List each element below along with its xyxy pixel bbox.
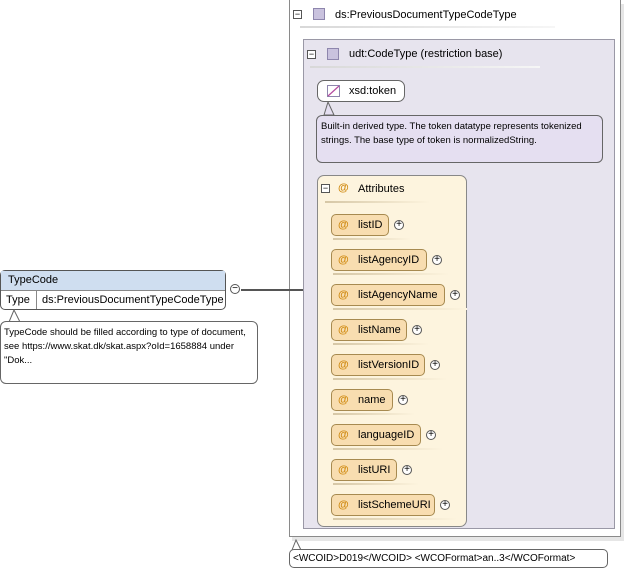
attribute-underline <box>333 343 429 345</box>
element-type-label: Type <box>6 294 30 306</box>
attribute-name: listURI <box>358 464 391 476</box>
attribute-expand-button[interactable]: + <box>426 430 436 440</box>
attribute-icon: @ <box>338 324 349 336</box>
attribute-icon: @ <box>338 359 349 371</box>
attribute-icon: @ <box>338 254 349 266</box>
attributes-title: Attributes <box>358 183 405 195</box>
element-documentation: TypeCode should be filled according to t… <box>0 321 258 384</box>
attribute-icon: @ <box>338 182 349 194</box>
attribute-expand-button[interactable]: + <box>412 325 422 335</box>
attribute-item[interactable]: @ listAgencyID <box>331 249 427 271</box>
element-type-value: ds:PreviousDocumentTypeCodeType <box>42 294 224 306</box>
attribute-icon: @ <box>338 464 349 476</box>
attribute-item[interactable]: @ listSchemeURI <box>331 494 435 516</box>
attribute-item[interactable]: @ listName <box>331 319 407 341</box>
attribute-name: listSchemeURI <box>358 499 431 511</box>
attribute-item[interactable]: @ languageID <box>331 424 421 446</box>
attribute-expand-button[interactable]: + <box>398 395 408 405</box>
simple-type-icon <box>327 85 340 97</box>
attribute-expand-button[interactable]: + <box>402 465 412 475</box>
attribute-expand-button[interactable]: + <box>430 360 440 370</box>
complex-type-title-underline <box>300 26 555 28</box>
attribute-underline <box>333 413 415 415</box>
restriction-title-underline <box>310 66 540 68</box>
complex-type-name: ds:PreviousDocumentTypeCodeType <box>335 9 517 21</box>
attributes-title-underline <box>325 201 430 203</box>
attribute-name: listName <box>358 324 401 336</box>
attribute-name: listVersionID <box>358 359 420 371</box>
bubble-pointer <box>323 101 335 116</box>
complex-type-icon <box>327 48 339 60</box>
appinfo-note: <WCOID>D019</WCOID> <WCOFormat>an..3</WC… <box>289 549 608 568</box>
restriction-label: udt:CodeType (restriction base) <box>349 48 503 60</box>
attribute-icon: @ <box>338 289 349 301</box>
complex-type-collapse-button[interactable]: − <box>293 9 302 19</box>
attribute-underline <box>333 483 419 485</box>
element-type-divider <box>36 290 37 309</box>
attribute-underline <box>333 238 411 240</box>
attribute-expand-button[interactable]: + <box>432 255 442 265</box>
attribute-icon: @ <box>338 429 349 441</box>
attribute-item[interactable]: @ listID <box>331 214 389 236</box>
base-type-name: xsd:token <box>349 85 397 97</box>
attribute-icon: @ <box>338 499 349 511</box>
element-header <box>1 271 225 291</box>
attribute-underline <box>333 378 447 380</box>
attribute-expand-button[interactable]: + <box>440 500 450 510</box>
restriction-collapse-button[interactable]: − <box>307 49 316 59</box>
attribute-item[interactable]: @ listVersionID <box>331 354 425 376</box>
attribute-name: name <box>358 394 386 406</box>
complex-type-icon <box>313 8 325 20</box>
element-collapse-button[interactable]: − <box>230 284 240 294</box>
attribute-expand-button[interactable]: + <box>450 290 460 300</box>
attribute-item[interactable]: @ listAgencyName <box>331 284 445 306</box>
element-name: TypeCode <box>8 274 59 286</box>
attribute-name: listID <box>358 219 383 231</box>
connector-line <box>241 289 303 291</box>
attribute-underline <box>333 518 457 520</box>
attribute-icon: @ <box>338 219 349 231</box>
attribute-underline <box>333 273 449 275</box>
attribute-name: listAgencyName <box>358 289 438 301</box>
attribute-underline <box>333 308 467 310</box>
attribute-underline <box>333 448 443 450</box>
attribute-name: languageID <box>358 429 415 441</box>
attribute-name: listAgencyID <box>358 254 420 266</box>
attributes-collapse-button[interactable]: − <box>321 183 330 193</box>
attribute-expand-button[interactable]: + <box>394 220 404 230</box>
attribute-item[interactable]: @ listURI <box>331 459 397 481</box>
attribute-icon: @ <box>338 394 349 406</box>
attribute-item[interactable]: @ name <box>331 389 393 411</box>
base-type-description: Built-in derived type. The token datatyp… <box>316 115 603 163</box>
